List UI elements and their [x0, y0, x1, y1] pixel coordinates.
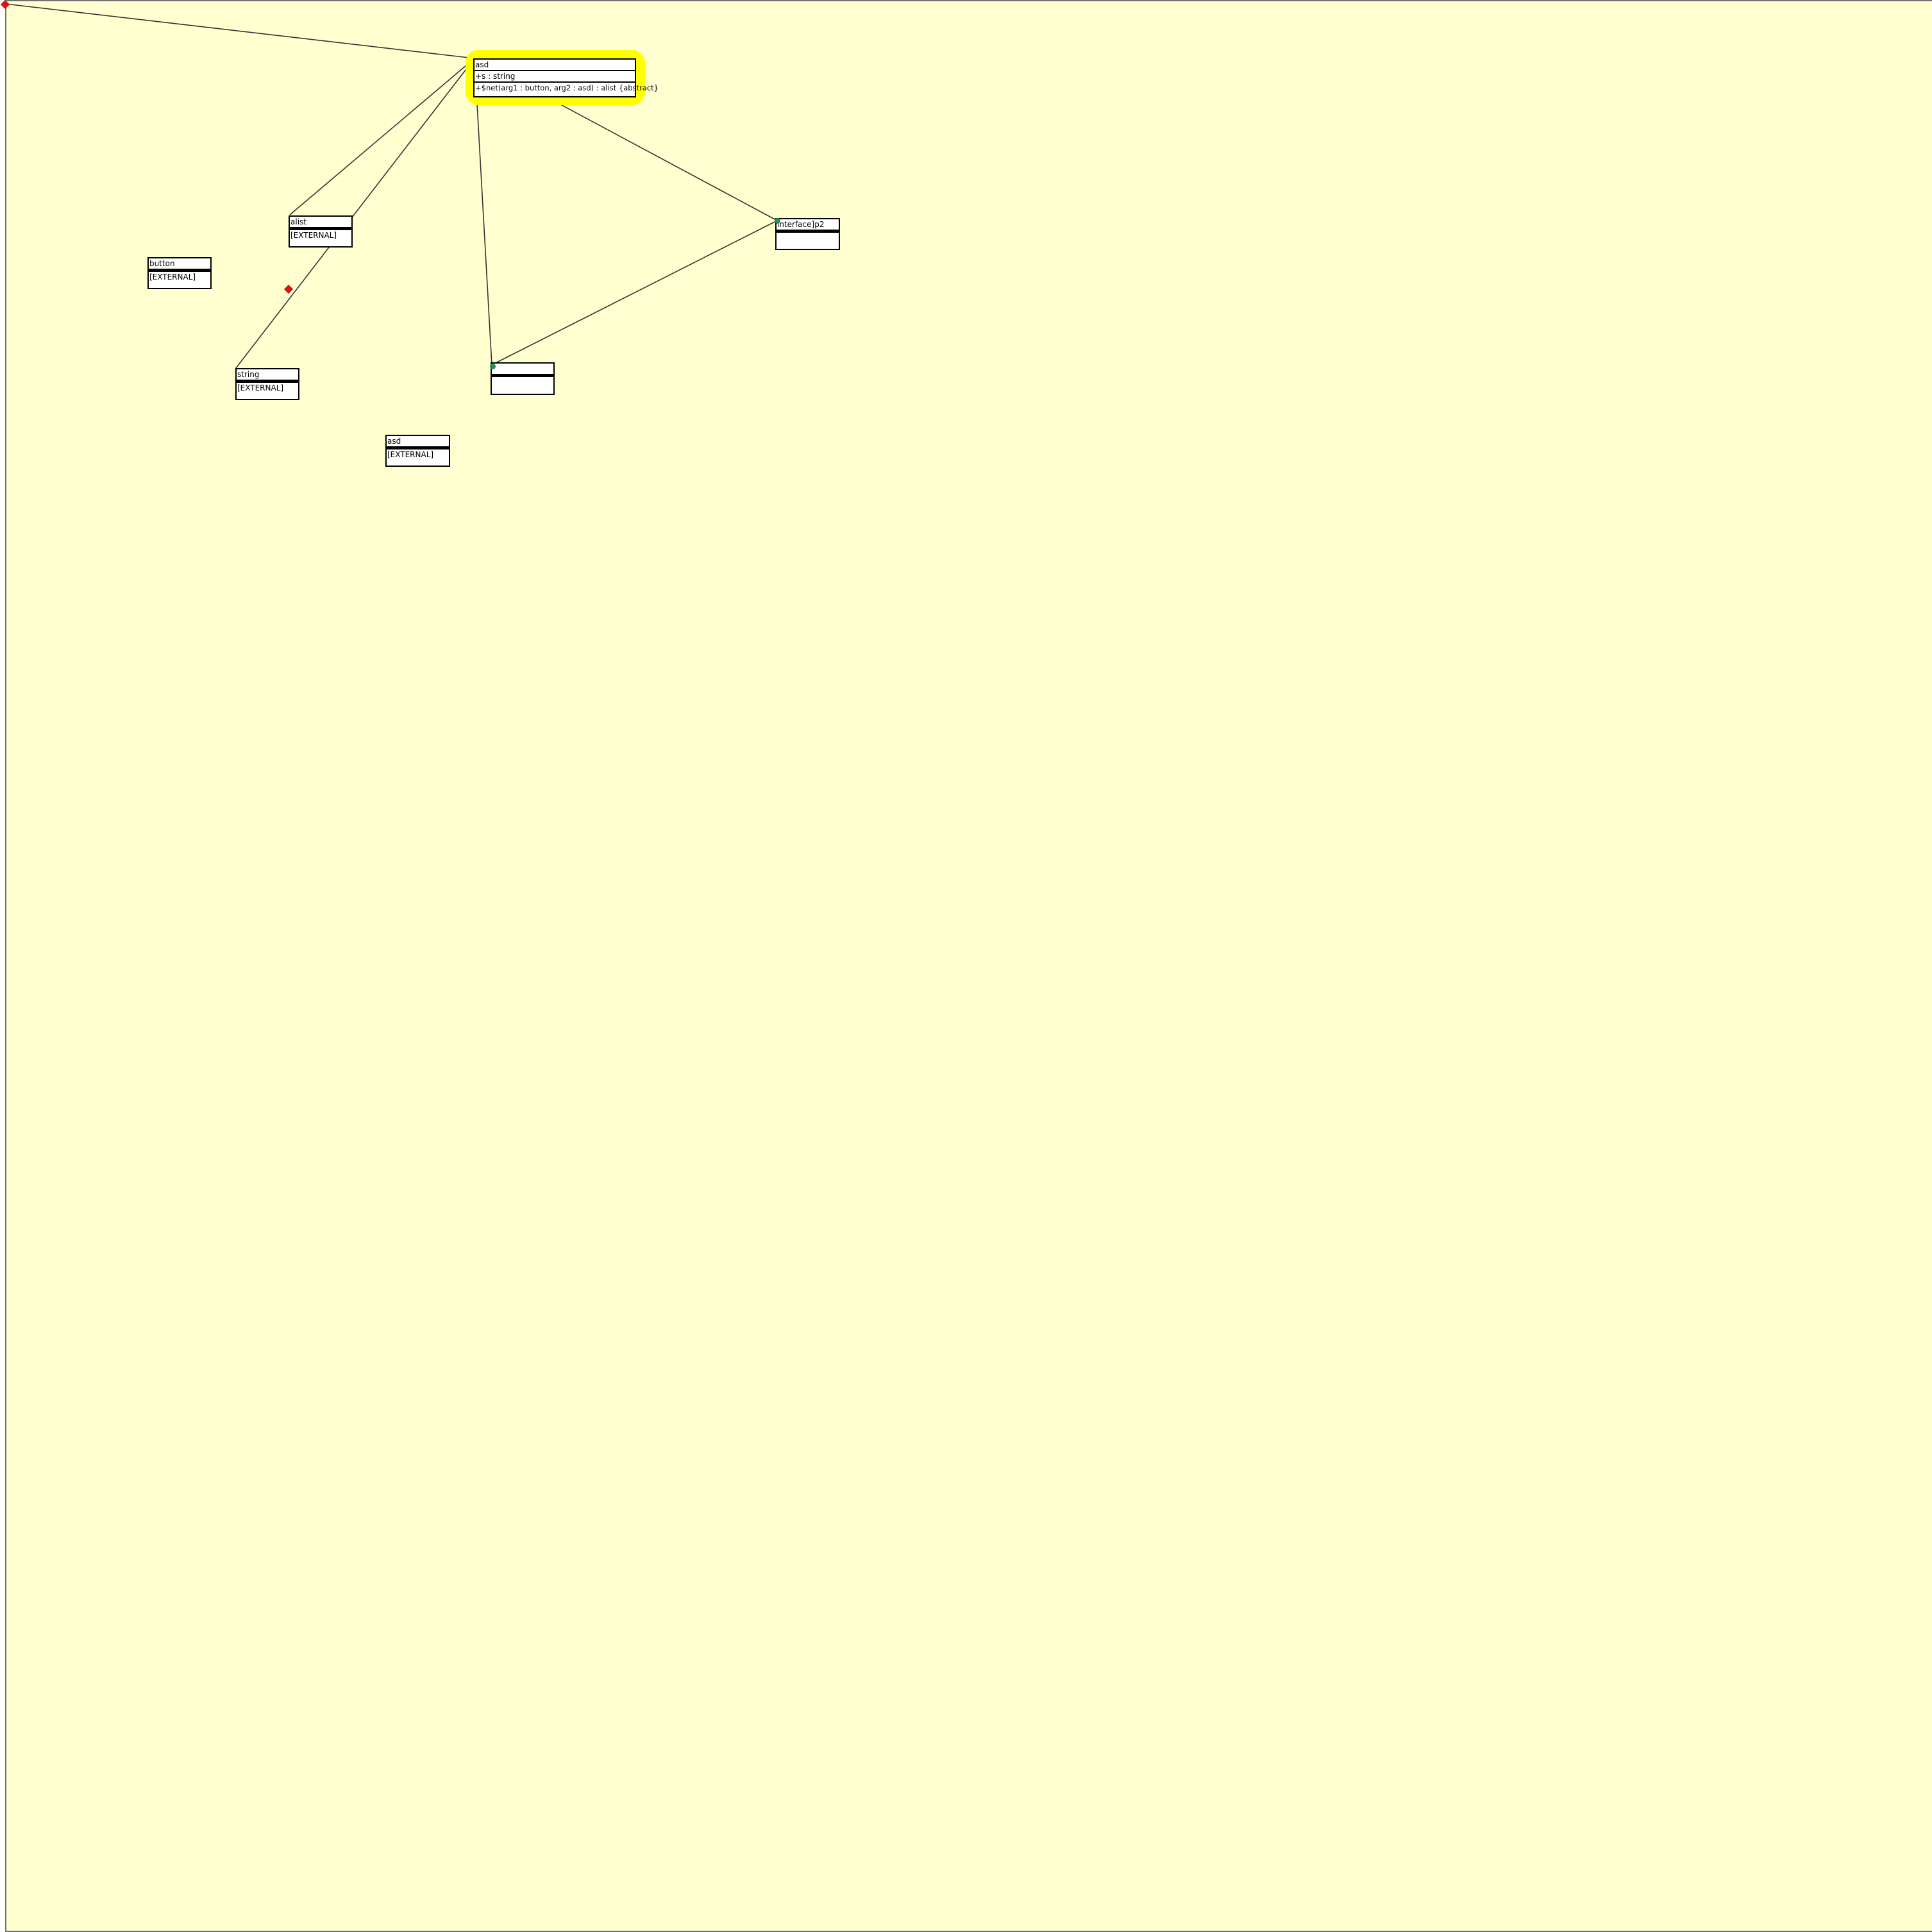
class-box-asd[interactable]: asd +s : string +$net(arg1 : button, arg… [473, 58, 659, 97]
class-separator [149, 269, 210, 272]
class-name: string [237, 370, 260, 379]
class-box-button[interactable]: button [EXTERNAL] [147, 257, 212, 289]
connection-handle[interactable] [490, 364, 496, 369]
diagram-canvas[interactable] [5, 0, 1932, 1932]
class-name: button [149, 259, 175, 268]
class-method: +$net(arg1 : button, arg2 : asd) : alist… [475, 83, 659, 92]
class-box-alist[interactable]: alist [EXTERNAL] [289, 215, 353, 248]
class-body [777, 233, 839, 247]
class-attribute: +s : string [475, 71, 635, 83]
class-name: asd [387, 437, 401, 446]
class-name [492, 364, 553, 374]
class-name: asd [475, 60, 489, 69]
class-separator [777, 230, 839, 233]
class-body [492, 377, 553, 391]
class-box-asd-external[interactable]: asd [EXTERNAL] [385, 435, 450, 467]
class-separator [387, 446, 449, 449]
class-separator [290, 227, 351, 230]
class-stereotype: [EXTERNAL] [237, 383, 284, 392]
class-stereotype: [EXTERNAL] [149, 273, 196, 281]
class-name: alist [290, 217, 307, 226]
class-stereotype: [EXTERNAL] [387, 450, 434, 459]
class-separator [475, 70, 635, 71]
class-separator [492, 374, 553, 377]
connection-handle[interactable] [775, 218, 780, 224]
class-stereotype: [EXTERNAL] [290, 231, 337, 240]
class-box-unnamed[interactable] [491, 362, 555, 395]
class-separator [237, 380, 298, 383]
class-box-string[interactable]: string [EXTERNAL] [235, 368, 299, 400]
class-name: interface]p2 [777, 220, 825, 229]
class-box-interface[interactable]: interface]p2 [775, 218, 840, 250]
